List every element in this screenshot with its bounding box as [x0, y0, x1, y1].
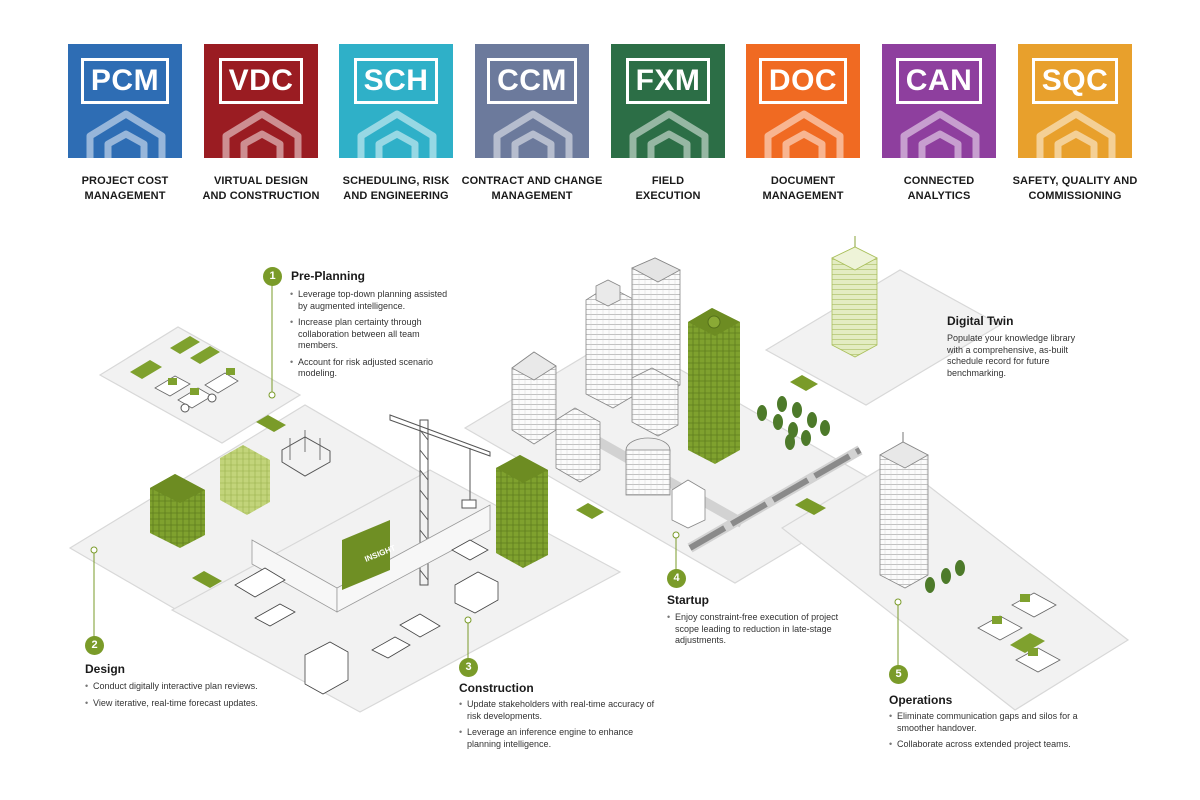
- stage-bullets-preplanning: Leverage top-down planning assisted by a…: [290, 289, 455, 385]
- stage-title-operations: Operations: [889, 693, 953, 707]
- module-tile-pcm[interactable]: PCM: [68, 44, 182, 158]
- construction-tower: [496, 455, 548, 568]
- tree-cluster-city: [757, 396, 830, 450]
- house-logo-icon: [900, 110, 980, 158]
- house-logo-icon: [357, 110, 437, 158]
- module-tile-vdc[interactable]: VDC: [204, 44, 318, 158]
- stage-number-5: 5: [889, 665, 908, 684]
- stage-bullets-design: Conduct digitally interactive plan revie…: [85, 681, 305, 714]
- stage-title-startup: Startup: [667, 593, 709, 607]
- module-code: DOC: [758, 58, 848, 104]
- office-desks-preplanning: [130, 336, 239, 413]
- module-tiles: PCM VDC SCH CCM FXM DOC CAN SQC PROJECT …: [0, 0, 1200, 210]
- module-tile-sch[interactable]: SCH: [339, 44, 453, 158]
- stage-connectors: [192, 375, 826, 588]
- office-desks-operations: [977, 592, 1061, 673]
- stage-bullets-startup: Enjoy constraint-free execution of proje…: [667, 612, 847, 652]
- stage-number-1: 1: [263, 267, 282, 286]
- stage-bullets-construction: Update stakeholders with real-time accur…: [459, 699, 664, 755]
- stage-number-3: 3: [459, 658, 478, 677]
- stage-title-digital-twin: Digital Twin: [947, 314, 1014, 328]
- module-code: FXM: [625, 58, 711, 104]
- leader-lines: [93, 282, 899, 668]
- design-frames: [150, 430, 331, 548]
- module-tile-fxm[interactable]: FXM: [611, 44, 725, 158]
- construction-hoarding: INSIGHT: [251, 504, 491, 613]
- stage-title-design: Design: [85, 662, 126, 676]
- module-code: SQC: [1031, 58, 1119, 104]
- platform-operations: [780, 459, 1130, 711]
- house-logo-icon: [86, 110, 166, 158]
- platform-preplanning: [98, 326, 302, 444]
- module-code: PCM: [80, 58, 170, 104]
- module-tile-can[interactable]: CAN: [882, 44, 996, 158]
- operations-tower: [879, 432, 929, 589]
- house-logo-icon: [222, 110, 302, 158]
- tree-cluster-operations: [925, 560, 965, 593]
- construction-vehicles: [234, 539, 499, 695]
- stage-number-4: 4: [667, 569, 686, 588]
- module-code: VDC: [218, 58, 304, 104]
- stage-title-preplanning: Pre-Planning: [291, 269, 366, 283]
- city-buildings: [511, 257, 740, 529]
- module-tile-sqc[interactable]: SQC: [1018, 44, 1132, 158]
- module-tile-ccm[interactable]: CCM: [475, 44, 589, 158]
- leader-dots: [90, 391, 902, 624]
- module-code: SCH: [353, 58, 439, 104]
- module-tile-doc[interactable]: DOC: [746, 44, 860, 158]
- digital-twin-tower: [831, 236, 878, 358]
- stage-title-construction: Construction: [459, 681, 534, 695]
- digital-twin-text: Populate your knowledge library with a c…: [947, 333, 1076, 378]
- module-code: CCM: [487, 58, 577, 104]
- house-logo-icon: [493, 110, 573, 158]
- house-logo-icon: [764, 110, 844, 158]
- stage-bullets-operations: Eliminate communication gaps and silos f…: [889, 711, 1089, 756]
- stage-number-2: 2: [85, 636, 104, 655]
- module-code: CAN: [895, 58, 983, 104]
- house-logo-icon: [629, 110, 709, 158]
- house-logo-icon: [1036, 110, 1116, 158]
